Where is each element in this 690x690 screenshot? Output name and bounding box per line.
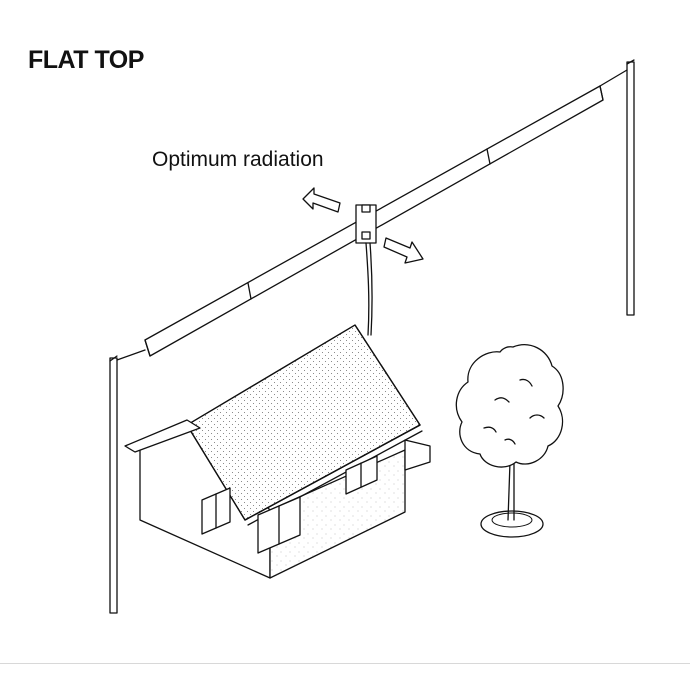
feed-line (365, 242, 370, 336)
radiation-annotation: Optimum radiation (152, 148, 324, 171)
right-support-rope (599, 69, 628, 87)
house-door (257, 496, 301, 554)
house (124, 324, 431, 579)
right-pole (626, 59, 635, 316)
bottom-divider (0, 663, 690, 664)
center-insulator (355, 204, 377, 244)
diagram-title: FLAT TOP (28, 46, 144, 74)
radiation-arrow-left-icon (302, 187, 341, 213)
house-window-side (201, 487, 231, 535)
left-support-rope (116, 349, 146, 361)
tree (455, 344, 564, 538)
left-pole (109, 355, 118, 614)
house-window-front (345, 455, 378, 495)
radiation-arrow-right-icon (383, 237, 424, 264)
